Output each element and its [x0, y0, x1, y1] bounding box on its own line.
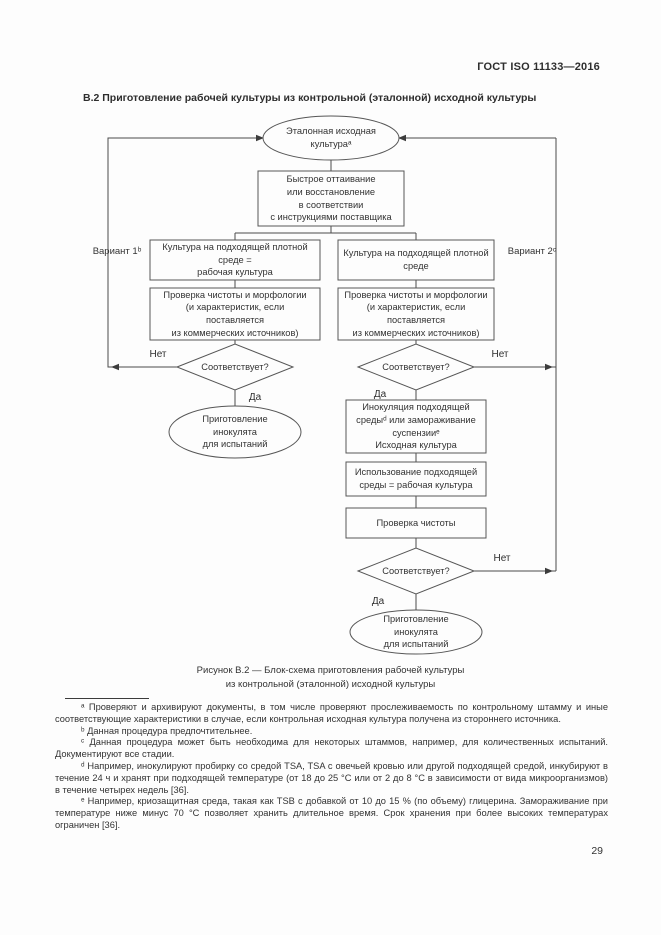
- use-medium-node-label: Использование подходящей среды = рабочая…: [354, 467, 478, 490]
- right-decision1-label: Соответствует?: [382, 361, 450, 372]
- arrowhead: [545, 363, 553, 371]
- feedback-line-left: [107, 137, 262, 368]
- footnote-d: ᵈ Например, инокулируют пробирку со сред…: [55, 760, 608, 795]
- left-culture-box-shape: [149, 239, 321, 281]
- left-decision-shape: [175, 343, 295, 391]
- right-end-ellipse-shape: [349, 609, 483, 655]
- arrowhead: [398, 134, 406, 142]
- right-end-node-label: Приготовление инокулята для испытаний: [383, 614, 449, 650]
- yes-label-left: Да: [248, 392, 262, 403]
- variant2-label: Вариант 2ᶜ: [507, 246, 557, 257]
- no-label-left: Нет: [149, 349, 167, 360]
- arrowheads: [111, 134, 553, 575]
- standard-reference: ГОСТ ISO 11133—2016: [477, 61, 600, 73]
- left-end-ellipse-shape: [168, 405, 302, 459]
- footnote-a: ᵃ Проверяют и архивируют документы, в то…: [55, 702, 608, 724]
- use-medium-box-shape: [345, 461, 487, 497]
- left-check-box-shape: [149, 287, 321, 341]
- right-decision2-shape: [356, 547, 476, 595]
- section-title: В.2 Приготовление рабочей культуры из ко…: [83, 92, 537, 104]
- thaw-box-shape: [257, 170, 405, 227]
- right-culture-node-label: Культура на подходящей плотной среде: [343, 248, 489, 271]
- right-culture-box-shape: [337, 239, 495, 281]
- no-label-right2: Нет: [493, 553, 511, 564]
- footnote-b: ᵇ Данная процедура предпочтительнее.: [81, 725, 253, 736]
- right-decision2-label: Соответствует?: [382, 565, 450, 576]
- start-ellipse-shape: [262, 115, 400, 161]
- purity-box-shape: [345, 507, 487, 539]
- arrowhead: [256, 134, 264, 142]
- arrowhead: [545, 567, 553, 575]
- footnote-separator: [65, 698, 149, 699]
- yes-label-right2: Да: [371, 596, 385, 607]
- no-label-right1: Нет: [491, 349, 509, 360]
- footnote-e: ᵉ Например, криозащитная среда, такая ка…: [55, 796, 608, 830]
- page-number: 29: [591, 845, 603, 857]
- arrowhead: [111, 363, 119, 371]
- right-check-box-shape: [337, 287, 495, 341]
- yes-label-right1: Да: [373, 389, 387, 400]
- left-check-node-label: Проверка чистоты и морфологии (и характе…: [163, 289, 307, 338]
- thaw-node-label: Быстрое оттаивание или восстановление в …: [270, 174, 392, 223]
- inoculation-node-label: Инокуляция подходящей средыᵈ или замораж…: [356, 402, 476, 451]
- footnote-c: ᶜ Данная процедура может быть необходима…: [55, 737, 608, 760]
- node-shapes: [149, 115, 495, 655]
- left-decision-label: Соответствует?: [201, 361, 269, 372]
- footnotes-block: ᵃ Проверяют и архивируют документы, в то…: [55, 702, 608, 832]
- left-culture-node-label: Культура на подходящей плотной среде = р…: [162, 242, 308, 278]
- figure-caption: Рисунок В.2 — Блок-схема приготовления р…: [196, 665, 465, 690]
- connector-line: [234, 160, 417, 610]
- variant1-label: Вариант 1ᵇ: [92, 246, 142, 257]
- right-check-node-label: Проверка чистоты и морфологии (и характе…: [344, 289, 488, 338]
- left-end-node-label: Приготовление инокулята для испытаний: [202, 414, 268, 450]
- start-node-label: Эталонная исходная культураᵃ: [286, 126, 376, 149]
- inoculation-box-shape: [345, 399, 487, 454]
- right-decision1-shape: [356, 343, 476, 391]
- purity-node-label: Проверка чистоты: [376, 517, 456, 528]
- feedback-line-right: [400, 137, 557, 572]
- connectors: [107, 137, 557, 610]
